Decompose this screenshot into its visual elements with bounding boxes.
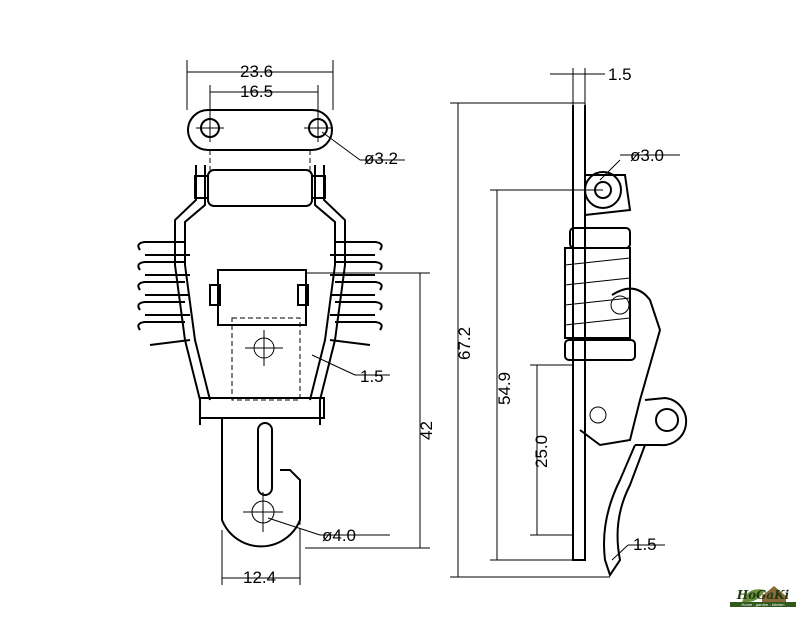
dim-pivot-to-end: 54.9 bbox=[495, 372, 514, 405]
spring-right bbox=[329, 241, 383, 346]
dim-plate-thickness: 1.5 bbox=[608, 65, 632, 84]
dim-pivot-diameter: ø3.0 bbox=[630, 146, 664, 165]
dim-hook-thickness: 1.5 bbox=[633, 535, 657, 554]
logo-tagline: Home - garden - kitchen bbox=[730, 602, 796, 607]
dim-hole-spacing: 16.5 bbox=[240, 82, 273, 101]
dim-overall-length: 67.2 bbox=[455, 327, 474, 360]
logo-icon bbox=[742, 586, 786, 604]
dim-lower-width: 12.4 bbox=[243, 568, 276, 587]
dim-thickness: 1.5 bbox=[360, 367, 384, 386]
dim-lower-hole-diameter: ø4.0 bbox=[322, 526, 356, 545]
spring-left bbox=[137, 241, 191, 346]
side-view: 1.5 ø3.0 67.2 54.9 25.0 1.5 bbox=[450, 65, 688, 578]
dim-height: 42 bbox=[417, 421, 436, 440]
front-view: 23.6 16.5 ø3.2 1.5 42 ø4.0 12.4 bbox=[137, 60, 436, 587]
logo: HoGaKi Home - garden - kitchen bbox=[730, 588, 796, 607]
dim-lower-length: 25.0 bbox=[532, 435, 551, 468]
dim-hole-diameter: ø3.2 bbox=[364, 149, 398, 168]
logo-name: HoGaKi bbox=[736, 588, 790, 602]
dim-width-overall: 23.6 bbox=[240, 62, 273, 81]
